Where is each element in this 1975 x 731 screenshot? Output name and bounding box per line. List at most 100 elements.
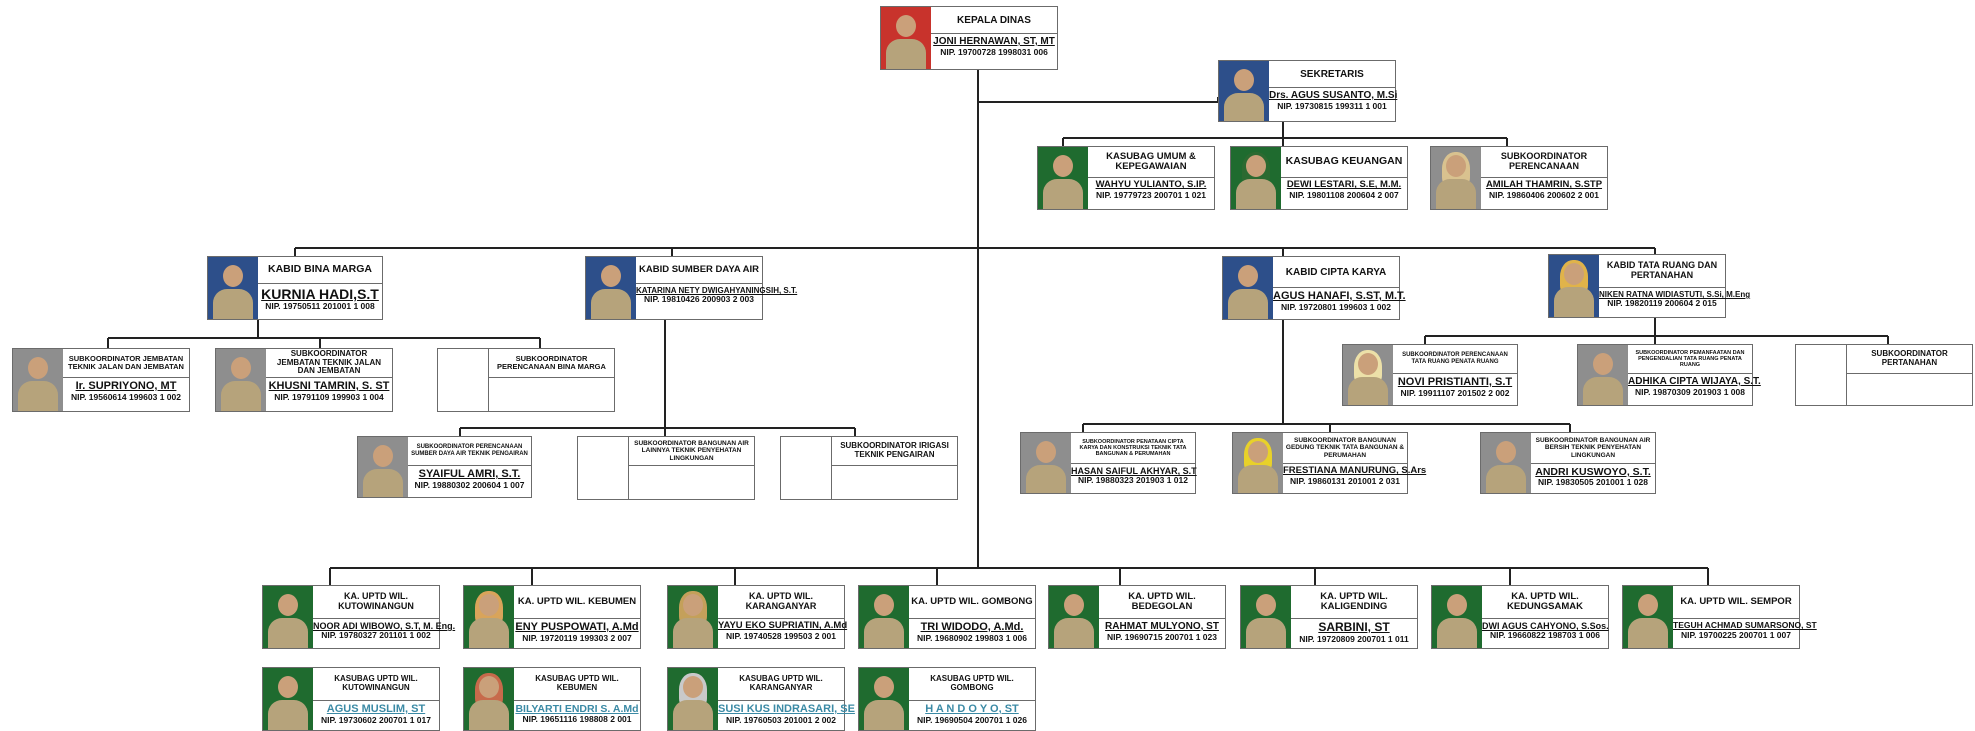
person-name: AGUS MUSLIM, ST (326, 703, 426, 715)
person-nip: NIP. 19880323 201903 1 012 (1078, 475, 1188, 486)
person-nip: NIP. 19720809 200701 1 011 (1299, 633, 1409, 644)
position-title: SUBKOORDINATOR IRIGASI TEKNIK PENGAIRAN (832, 437, 957, 466)
position-title: KA. UPTD WIL. KUTOWINANGUN (313, 586, 439, 619)
person-name: FRESTIANA MANURUNG, S.Ars (1283, 465, 1427, 476)
person-card: SUBKOORDINATOR PENATAAN CIPTA KARYA DAN … (1020, 432, 1197, 494)
person-card: KA. UPTD WIL. KEBUMEN ENY PUSPOWATI, A.Md… (463, 585, 641, 649)
person-name: HASAN SAIFUL AKHYAR, S.T (1071, 466, 1197, 476)
person-name: SYAIFUL AMRI, S.T. (418, 468, 521, 480)
person-name: NIKEN RATNA WIDIASTUTI, S.Si, M.Eng (1599, 290, 1751, 299)
position-title: KA. UPTD WIL. GOMBONG (909, 586, 1035, 619)
person-name: KATARINA NETY DWIGAHYANINGSIH, S.T. (636, 286, 798, 295)
portrait-photo (1481, 433, 1531, 493)
person-nip: NIP. 19860406 200602 2 001 (1489, 189, 1599, 200)
portrait-photo (263, 668, 313, 730)
person-card: KABID SUMBER DAYA AIR KATARINA NETY DWIGA… (585, 256, 798, 320)
portrait-photo (464, 668, 514, 730)
person-name (1847, 374, 1972, 376)
person-nip: NIP. 19911107 201502 2 002 (1400, 387, 1510, 398)
position-title: SUBKOORDINATOR PENATAAN CIPTA KARYA DAN … (1071, 433, 1195, 464)
position-title: KASUBAG UPTD WIL. KUTOWINANGUN (313, 668, 439, 701)
person-name: TRI WIDODO, A.Md. (920, 621, 1024, 633)
person-card: SUBKOORDINATOR PERENCANAAN TATA RUANG PE… (1342, 344, 1518, 406)
person-name: NOOR ADI WIBOWO, S.T, M. Eng. (313, 621, 456, 631)
position-title: SUBKOORDINATOR BANGUNAN AIR BERSIH TEKNI… (1531, 433, 1655, 464)
person-nip: NIP. 19870309 201903 1 008 (1635, 386, 1745, 397)
person-name: KHUSNI TAMRIN, S. ST (268, 380, 390, 392)
person-name: TEGUH ACHMAD SUMARSONO, ST (1673, 620, 1817, 630)
position-title: SUBKOORDINATOR PERENCANAAN SUMBER DAYA A… (408, 437, 531, 466)
position-title: KA. UPTD WIL. BEDEGOLAN (1099, 586, 1225, 619)
person-name (832, 466, 957, 468)
position-title: KASUBAG KEUANGAN (1281, 147, 1407, 178)
portrait-photo (1049, 586, 1099, 648)
person-card: SUBKOORDINATOR JEMBATAN TEKNIK JALAN DAN… (12, 348, 190, 412)
portrait-photo (586, 257, 636, 319)
position-title: SUBKOORDINATOR BANGUNAN GEDUNG TEKNIK TA… (1283, 433, 1407, 464)
empty-photo-slot (781, 437, 832, 499)
person-name: SARBINI, ST (1318, 620, 1390, 634)
position-title: KEPALA DINAS (931, 7, 1057, 34)
position-title: SUBKOORDINATOR JEMBATAN TEKNIK JALAN DAN… (63, 349, 189, 378)
portrait-photo (1432, 586, 1482, 648)
person-card: SUBKOORDINATOR IRIGASI TEKNIK PENGAIRAN (780, 436, 958, 500)
portrait-photo (1219, 61, 1269, 121)
person-name: YAYU EKO SUPRIATIN, A.Md (718, 620, 848, 631)
person-nip: NIP. 19560614 199603 1 002 (71, 391, 181, 402)
person-name: H A N D O Y O, ST (925, 703, 1019, 715)
person-name: Ir. SUPRIYONO, MT (75, 380, 177, 392)
person-nip: NIP. 19880302 200604 1 007 (414, 479, 525, 490)
position-title: KABID CIPTA KARYA (1273, 257, 1399, 288)
person-card: KA. UPTD WIL. GOMBONG TRI WIDODO, A.Md.NI… (858, 585, 1036, 649)
person-nip: NIP. 19730602 200701 1 017 (321, 714, 431, 725)
person-nip: NIP. 19660822 198703 1 006 (1490, 630, 1600, 641)
portrait-photo (859, 668, 909, 730)
position-title: KA. UPTD WIL. KEBUMEN (514, 586, 640, 619)
position-title: KASUBAG UPTD WIL. KEBUMEN (514, 668, 640, 701)
portrait-photo (1241, 586, 1291, 648)
portrait-photo (358, 437, 408, 497)
position-title: SUBKOORDINATOR PERENCANAAN TATA RUANG PE… (1393, 345, 1517, 374)
person-name: Drs. AGUS SUSANTO, M.Si (1269, 90, 1398, 101)
person-nip: NIP. 19740528 199503 2 001 (726, 630, 836, 641)
position-title: KA. UPTD WIL. KARANGANYAR (718, 586, 844, 619)
portrait-photo (1021, 433, 1071, 493)
person-card: SUBKOORDINATOR PERENCANAAN BINA MARGA (437, 348, 615, 412)
portrait-photo (208, 257, 258, 319)
person-nip: NIP. 19690715 200701 1 023 (1107, 631, 1217, 642)
person-nip: NIP. 19720801 199603 1 002 (1281, 301, 1391, 312)
portrait-photo (1343, 345, 1393, 405)
person-name: AMILAH THAMRIN, S.STP (1485, 179, 1603, 190)
portrait-photo (1549, 255, 1599, 317)
person-nip: NIP. 19651116 198808 2 001 (522, 714, 632, 725)
person-name: ENY PUSPOWATI, A.Md (515, 621, 639, 633)
person-card: SUBKOORDINATOR BANGUNAN GEDUNG TEKNIK TA… (1232, 432, 1427, 494)
person-name: NOVI PRISTIANTI, S.T (1397, 376, 1513, 388)
person-name: SUSI KUS INDRASARI, SE (718, 703, 855, 715)
portrait-photo (668, 586, 718, 648)
position-title: KABID BINA MARGA (258, 257, 382, 284)
portrait-photo (1231, 147, 1281, 209)
person-name: WAHYU YULIANTO, S.IP. (1095, 179, 1207, 190)
person-card: KASUBAG UPTD WIL. KUTOWINANGUN AGUS MUSLI… (262, 667, 440, 731)
position-title: KABID SUMBER DAYA AIR (636, 257, 762, 284)
person-name: KURNIA HADI,S.T (261, 286, 379, 302)
person-name: JONI HERNAWAN, ST, MT (933, 36, 1055, 47)
person-card: SUBKOORDINATOR BANGUNAN AIR LAINNYA TEKN… (577, 436, 755, 500)
person-name: DWI AGUS CAHYONO, S.Sos. (1482, 621, 1609, 631)
person-nip: NIP. 19680902 199803 1 006 (917, 632, 1027, 643)
person-card: KA. UPTD WIL. KUTOWINANGUN NOOR ADI WIBOW… (262, 585, 456, 649)
person-card: SUBKOORDINATOR PERENCANAAN SUMBER DAYA A… (357, 436, 532, 498)
position-title: SUBKOORDINATOR PERENCANAAN BINA MARGA (489, 349, 614, 378)
